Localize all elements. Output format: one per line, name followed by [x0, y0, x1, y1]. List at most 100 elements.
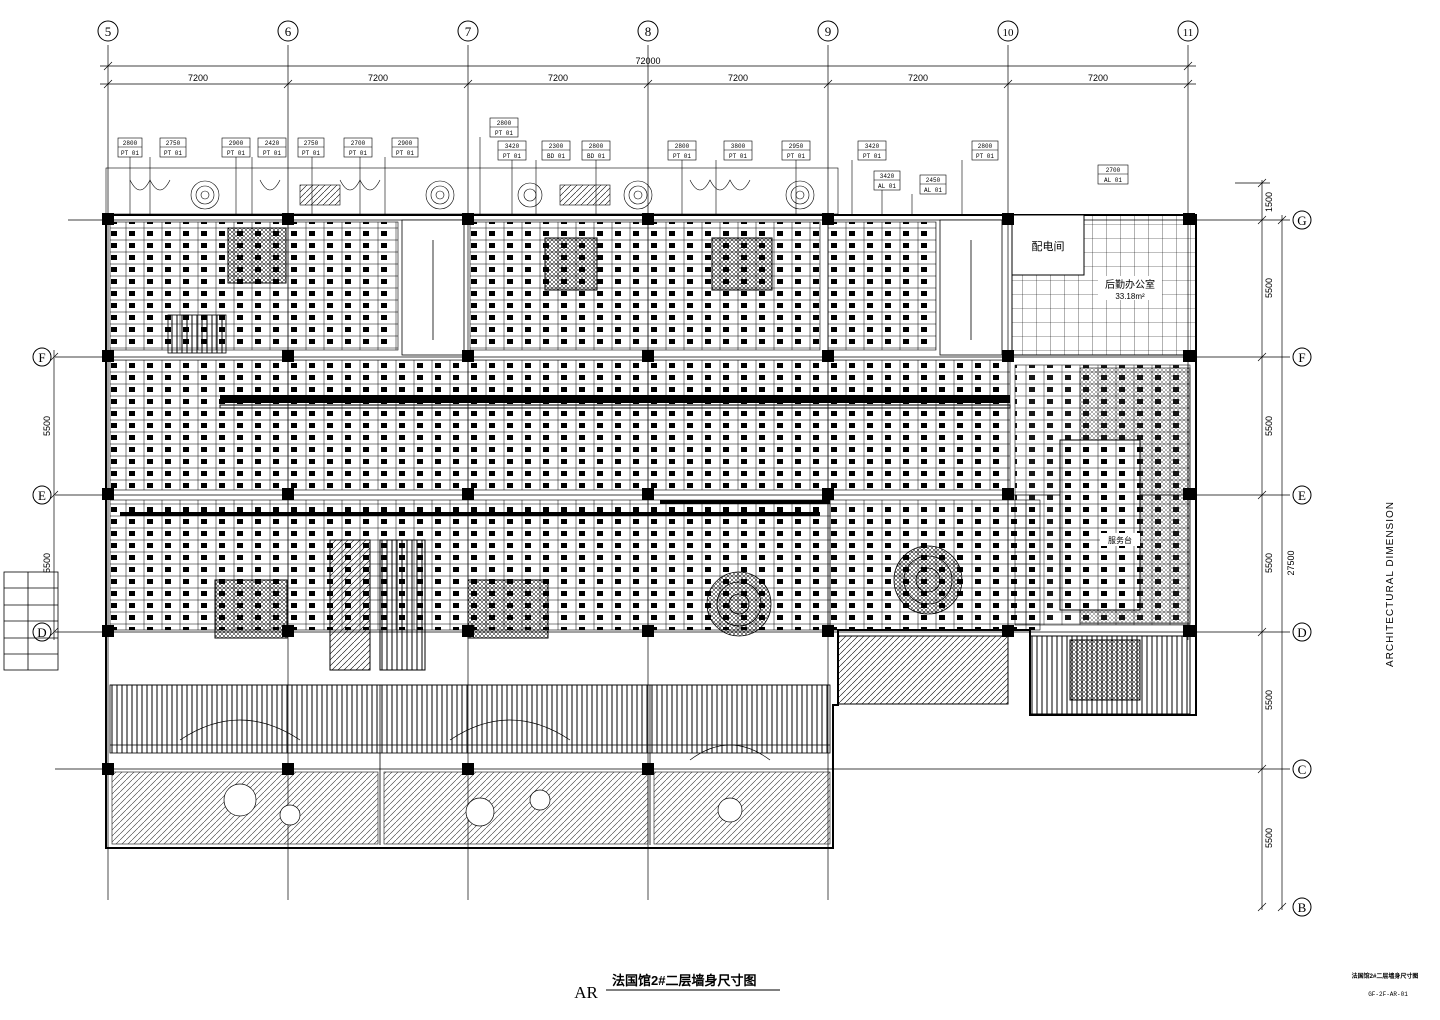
ceiling-features: [214, 227, 773, 671]
grid-bubble-c: C: [1292, 759, 1312, 779]
svg-text:2700: 2700: [351, 140, 366, 147]
svg-text:AL 01: AL 01: [924, 187, 942, 194]
row-dimension: 5500: [1264, 690, 1274, 710]
bay-dimension: 7200: [908, 73, 928, 83]
corridors: [120, 395, 1011, 516]
legend-table: [3, 571, 59, 671]
ceiling-tag: [781, 140, 811, 215]
svg-text:2700: 2700: [1106, 167, 1121, 174]
ceiling-tag: [851, 140, 887, 215]
svg-text:F: F: [38, 350, 45, 365]
grid-bubble-6: 6: [277, 20, 299, 42]
side-label: ARCHITECTURAL DIMENSION: [1385, 501, 1396, 667]
grid-bubble-d: D: [1292, 622, 1312, 642]
svg-text:PT 01: PT 01: [503, 153, 521, 160]
svg-text:2750: 2750: [166, 140, 181, 147]
grid-bubble-9: 9: [817, 20, 839, 42]
bay-dimensions: 7200 7200 7200 7200 7200 7200: [188, 73, 1108, 83]
drawing-code: AR: [574, 983, 598, 1002]
room-label-service: 服务台: [1108, 535, 1132, 545]
svg-text:9: 9: [825, 24, 832, 39]
row-dimension: 1500: [1264, 192, 1274, 212]
svg-text:2800: 2800: [675, 143, 690, 150]
ceiling-tag: [479, 117, 519, 215]
bay-dimension: 7200: [548, 73, 568, 83]
bay-dimension: 7200: [188, 73, 208, 83]
right-dimension-chain: [1235, 178, 1287, 912]
svg-text:C: C: [1298, 762, 1307, 777]
right-side-dimensions: 1500 5500 5500 5500 5500 5500 27500: [1264, 192, 1296, 848]
grid-bubble-e: E: [1292, 485, 1312, 505]
row-overall-dimension: 27500: [1286, 550, 1296, 575]
svg-text:PT 01: PT 01: [349, 150, 367, 157]
svg-text:BD 01: BD 01: [547, 153, 565, 160]
svg-text:3420: 3420: [880, 173, 895, 180]
svg-text:E: E: [1298, 488, 1306, 503]
svg-text:PT 01: PT 01: [227, 150, 245, 157]
ceiling-tag: [535, 140, 571, 215]
svg-text:2750: 2750: [304, 140, 319, 147]
room-label-bg: [1100, 533, 1140, 546]
svg-text:AL 01: AL 01: [1104, 177, 1122, 184]
grid-bubble-10: 10: [997, 20, 1019, 42]
svg-text:3800: 3800: [731, 143, 746, 150]
ceiling-tag: [251, 137, 287, 215]
row-dimension: 5500: [1264, 416, 1274, 436]
svg-text:2800: 2800: [123, 140, 138, 147]
bay-dimension: 7200: [728, 73, 748, 83]
ceiling-tag: [1097, 164, 1129, 185]
svg-text:BD 01: BD 01: [587, 153, 605, 160]
sheet-code: GF-2F-AR-01: [1368, 991, 1408, 998]
left-dimension-chain: [49, 350, 59, 640]
svg-text:8: 8: [645, 24, 652, 39]
svg-text:PT 01: PT 01: [976, 153, 994, 160]
svg-text:PT 01: PT 01: [863, 153, 881, 160]
ceiling-tag: [149, 137, 187, 215]
overall-width-dimension: 72000: [635, 56, 660, 66]
grid-bubble-g: G: [1292, 210, 1312, 230]
svg-text:E: E: [38, 488, 46, 503]
svg-text:PT 01: PT 01: [495, 130, 513, 137]
ceiling-tag: [384, 137, 419, 215]
svg-text:PT 01: PT 01: [164, 150, 182, 157]
left-dimension: 5500: [42, 553, 52, 573]
svg-text:G: G: [1297, 213, 1306, 228]
svg-text:2950: 2950: [789, 143, 804, 150]
facade-ornament-band: [105, 167, 839, 215]
column-grid-bubbles: 5 6 7 8 9 10 11: [97, 20, 1199, 42]
svg-text:PT 01: PT 01: [787, 153, 805, 160]
ceiling-tag: [667, 140, 697, 215]
left-dimension: 5500: [42, 416, 52, 436]
ceiling-tag: [581, 140, 611, 215]
ceiling-tag: [117, 137, 143, 215]
svg-text:3420: 3420: [505, 143, 520, 150]
ceiling-tag: [911, 174, 947, 215]
svg-text:2900: 2900: [229, 140, 244, 147]
svg-text:AL 01: AL 01: [878, 183, 896, 190]
row-grid-bubbles-left: F E D: [32, 347, 52, 642]
row-dimension: 5500: [1264, 553, 1274, 573]
grid-bubble-8: 8: [637, 20, 659, 42]
ceiling-tag: [497, 140, 527, 215]
grid-bubble-f: F: [1292, 347, 1312, 367]
sheet-name: 法国馆2#二层墙身尺寸图: [1352, 972, 1419, 980]
svg-text:2450: 2450: [926, 177, 941, 184]
row-dimension: 5500: [1264, 828, 1274, 848]
svg-text:PT 01: PT 01: [673, 153, 691, 160]
grid-bubble-d-left: D: [32, 622, 52, 642]
bay-dimension: 7200: [1088, 73, 1108, 83]
svg-text:5: 5: [105, 24, 112, 39]
svg-text:2900: 2900: [398, 140, 413, 147]
svg-text:F: F: [1298, 350, 1305, 365]
svg-text:PT 01: PT 01: [302, 150, 320, 157]
svg-text:PT 01: PT 01: [729, 153, 747, 160]
bay-dimension: 7200: [368, 73, 388, 83]
svg-text:7: 7: [465, 24, 472, 39]
ceiling-tags: [117, 117, 1129, 215]
ceiling-tag: [221, 137, 251, 215]
svg-text:6: 6: [285, 24, 292, 39]
svg-text:PT 01: PT 01: [121, 150, 139, 157]
svg-text:2800: 2800: [497, 120, 512, 127]
svg-text:10: 10: [1003, 27, 1015, 39]
